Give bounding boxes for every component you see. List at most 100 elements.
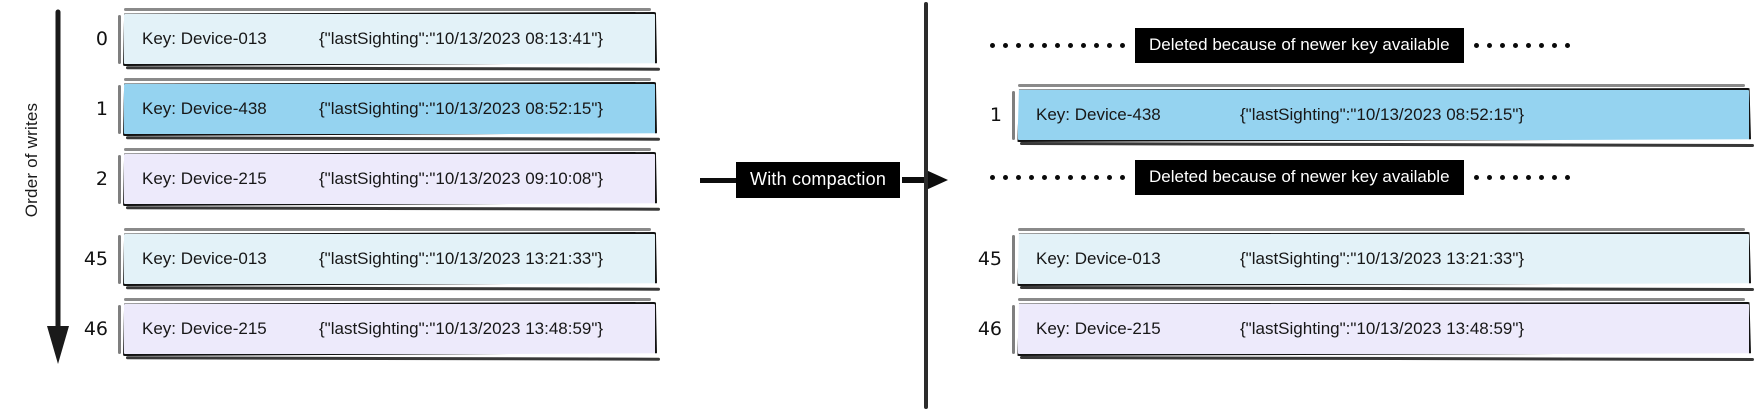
dot xyxy=(1107,43,1112,48)
dot xyxy=(1016,43,1021,48)
sketch-bottom-edge xyxy=(1019,356,1755,361)
entry-value: {"lastSighting":"10/13/2023 13:21:33"} xyxy=(1240,249,1525,268)
dot xyxy=(1473,43,1479,48)
panel-divider xyxy=(924,2,928,409)
dot xyxy=(1042,43,1047,48)
dot xyxy=(1081,175,1086,180)
sketch-left-edge xyxy=(1012,235,1015,284)
entry-box-wrapper: Key: Device-013{"lastSighting":"10/13/20… xyxy=(118,8,661,71)
dot xyxy=(990,43,995,48)
callout-stem xyxy=(700,177,736,183)
sketch-bottom-edge xyxy=(125,136,661,141)
entry-index: 1 xyxy=(95,98,108,120)
sketch-left-edge xyxy=(118,15,121,64)
dot xyxy=(1055,175,1060,180)
dot xyxy=(1016,175,1021,180)
sketch-top-edge xyxy=(1018,298,1745,301)
entry-key: Key: Device-215 xyxy=(142,319,267,338)
order-of-writes-label: Order of writes xyxy=(22,102,41,218)
with-compaction-label: With compaction xyxy=(736,162,901,198)
dot xyxy=(1499,43,1505,48)
dotted-line-left xyxy=(990,43,1125,48)
entry-box-wrapper: Key: Device-438 {"lastSighting":"10/13/20… xyxy=(1012,84,1755,147)
sketch-left-edge xyxy=(1012,305,1015,354)
entry-box-wrapper: Key: Device-215 {"lastSighting":"10/13/20… xyxy=(1012,298,1755,361)
dotted-line-right xyxy=(1473,43,1570,48)
sketch-top-edge xyxy=(124,228,651,231)
deleted-banner-label: Deleted because of newer key available xyxy=(1135,28,1464,63)
entry-key: Key: Device-013 xyxy=(1036,249,1161,268)
entry-box-wrapper: Key: Device-013 {"lastSighting":"10/13/20… xyxy=(118,228,661,291)
entry-index: 46 xyxy=(83,318,108,340)
dot xyxy=(1003,43,1008,48)
dot xyxy=(1551,175,1557,180)
dot xyxy=(1564,43,1570,48)
entry-box-wrapper: Key: Device-438 {"lastSighting":"10/13/20… xyxy=(118,78,661,141)
sketch-left-edge xyxy=(118,155,121,204)
log-entry-box[interactable]: Key: Device-438 {"lastSighting":"10/13/20… xyxy=(1017,88,1751,142)
sketch-bottom-edge xyxy=(1019,142,1755,147)
sketch-bottom-edge xyxy=(125,66,661,71)
sketch-left-edge xyxy=(118,305,121,354)
dot xyxy=(1029,43,1034,48)
entry-value: {"lastSighting":"10/13/2023 13:21:33"} xyxy=(319,249,604,268)
sketch-left-edge xyxy=(118,85,121,134)
dot xyxy=(1525,43,1531,48)
entry-key: Key: Device-215 xyxy=(1036,319,1161,338)
entry-key: Key: Device-215 xyxy=(142,169,267,188)
entry-value: {"lastSighting":"10/13/2023 08:52:15"} xyxy=(319,99,604,118)
entry-value: {"lastSighting":"10/13/2023 09:10:08"} xyxy=(319,169,604,188)
dotted-line-right xyxy=(1473,175,1570,180)
sketch-left-edge xyxy=(118,235,121,284)
entry-box-wrapper: Key: Device-215 {"lastSighting":"10/13/20… xyxy=(118,148,661,211)
entry-value: {"lastSighting":"10/13/2023 13:48:59"} xyxy=(319,319,604,338)
dot xyxy=(1068,43,1073,48)
entry-index: 2 xyxy=(95,168,108,190)
entry-key: Key: Device-013 xyxy=(142,29,267,48)
log-entry-row: 1 Key: Device-438 {"lastSighting":"10/13/2… xyxy=(68,78,661,141)
entry-box-wrapper: Key: Device-215 {"lastSighting":"10/13/20… xyxy=(118,298,661,361)
log-entry-box[interactable]: Key: Device-438 {"lastSighting":"10/13/20… xyxy=(123,82,657,136)
dot xyxy=(1473,175,1479,180)
entry-value: {"lastSighting":"10/13/2023 08:52:15"} xyxy=(1240,105,1525,124)
entry-key: Key: Device-013 xyxy=(142,249,267,268)
dot xyxy=(1512,43,1518,48)
sketch-bottom-edge xyxy=(125,356,661,361)
entry-value: {"lastSighting":"10/13/2023 13:48:59"} xyxy=(1240,319,1525,338)
down-arrow-icon xyxy=(47,9,69,364)
dot xyxy=(1120,175,1125,180)
sketch-top-edge xyxy=(124,298,651,301)
dot xyxy=(1538,175,1544,180)
log-entry-box[interactable]: Key: Device-013 {"lastSighting":"10/13/20… xyxy=(1017,232,1751,286)
log-entry-box[interactable]: Key: Device-215 {"lastSighting":"10/13/20… xyxy=(123,152,657,206)
entry-key: Key: Device-438 xyxy=(1036,105,1161,124)
dot xyxy=(1094,175,1099,180)
dot xyxy=(1081,43,1086,48)
log-entry-box[interactable]: Key: Device-013 {"lastSighting":"10/13/20… xyxy=(123,232,657,286)
log-entry-box[interactable]: Key: Device-013{"lastSighting":"10/13/20… xyxy=(123,12,657,66)
entry-key: Key: Device-438 xyxy=(142,99,267,118)
sketch-bottom-edge xyxy=(125,206,661,211)
dot xyxy=(1003,175,1008,180)
dot xyxy=(1055,43,1060,48)
dot xyxy=(1042,175,1047,180)
log-entry-box[interactable]: Key: Device-215 {"lastSighting":"10/13/20… xyxy=(123,302,657,356)
sketch-top-edge xyxy=(124,148,651,151)
log-entry-row: 46 Key: Device-215 {"lastSighting":"10/13/… xyxy=(962,298,1755,361)
sketch-top-edge xyxy=(1018,84,1745,87)
sketch-top-edge xyxy=(1018,228,1745,231)
log-entry-row: 1 Key: Device-438 {"lastSighting":"10/13/2… xyxy=(962,84,1755,147)
sketch-top-edge xyxy=(124,78,651,81)
entry-index: 1 xyxy=(989,104,1002,126)
dot xyxy=(1486,43,1492,48)
entry-index: 46 xyxy=(977,318,1002,340)
sketch-bottom-edge xyxy=(1019,286,1755,291)
log-entry-box[interactable]: Key: Device-215 {"lastSighting":"10/13/20… xyxy=(1017,302,1751,356)
dot xyxy=(1107,175,1112,180)
deleted-banner-label: Deleted because of newer key available xyxy=(1135,160,1464,195)
with-compaction-callout: With compaction xyxy=(700,162,950,198)
entry-index: 45 xyxy=(83,248,108,270)
